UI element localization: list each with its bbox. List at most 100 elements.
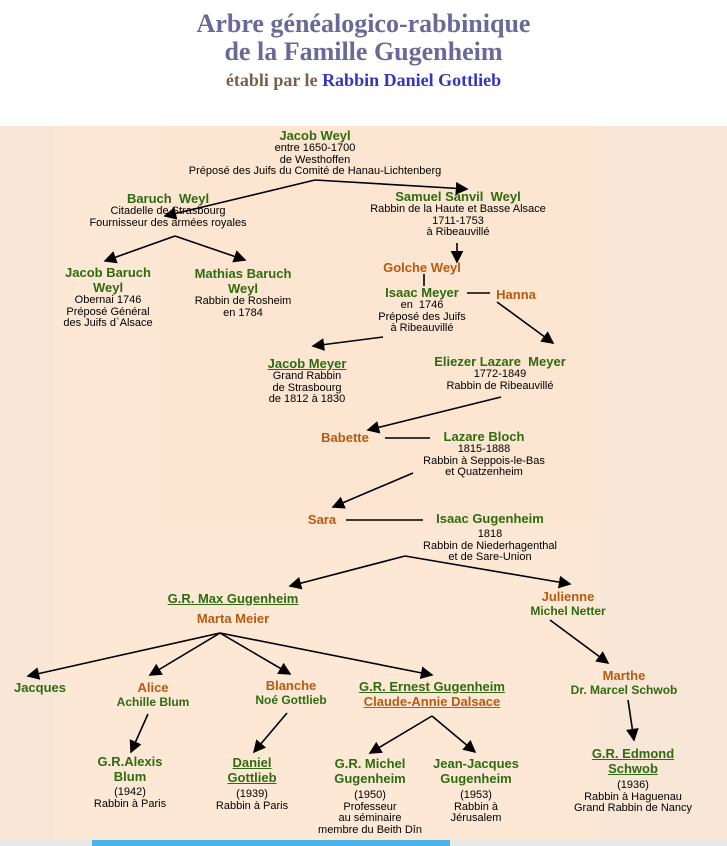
- person-detail: Jérusalem: [450, 812, 502, 824]
- couple-alice: Alice Achille Blum: [117, 680, 190, 710]
- person-baruch-weyl: Baruch Weyl Citadelle de Strasbourg Four…: [89, 191, 246, 229]
- person-link[interactable]: G.R. Max Gugenheim: [167, 591, 299, 606]
- person-detail: Professeur: [343, 800, 397, 813]
- person-detail: Rabbin à Haguenau: [584, 790, 682, 803]
- person-name: Weyl: [227, 281, 259, 296]
- person-detail: 1815-1888: [457, 443, 511, 455]
- person-link[interactable]: G.R. Ernest Gugenheim: [359, 679, 505, 694]
- person-eliezer-meyer: Eliezer Lazare Meyer 1772-1849 Rabbin de…: [434, 354, 566, 392]
- person-detail: Rabbin à Paris: [93, 797, 167, 810]
- person-jacob-meyer: Jacob Meyer Grand Rabbin de Strasbourg d…: [268, 356, 347, 406]
- arrow: [103, 235, 176, 264]
- subtitle-prefix: établi par le: [225, 70, 318, 90]
- person-link[interactable]: Daniel: [232, 755, 272, 770]
- person-name: Gugenheim: [440, 771, 512, 786]
- spouse-link[interactable]: Claude-Annie Dalsace: [363, 694, 501, 709]
- person-isaac-meyer: Isaac Meyer en 1746 Préposé des Juifs à …: [378, 285, 465, 335]
- person-name: Eliezer Lazare Meyer: [434, 354, 566, 369]
- person-name: Isaac Meyer: [385, 285, 459, 300]
- title-line-1: Arbre généalogico-rabbinique: [196, 9, 531, 38]
- couple-blanche: Blanche Noé Gottlieb: [255, 678, 326, 708]
- couple-ernest-gugenheim: G.R. Ernest Gugenheim Claude-Annie Dalsa…: [359, 679, 505, 709]
- person-samuel-weyl: Samuel Sanvil Weyl Rabbin de la Haute et…: [370, 189, 546, 239]
- couple-marthe: Marthe Dr. Marcel Schwob: [571, 668, 678, 698]
- person-name: Marthe: [602, 668, 646, 683]
- arrow: [311, 336, 384, 351]
- person-edmond-schwob: G.R. Edmond Schwob (1936) Rabbin à Hague…: [574, 746, 692, 815]
- arrow: [148, 632, 221, 676]
- person-jacques: Jacques: [14, 680, 66, 695]
- person-name: Babette: [321, 430, 369, 445]
- person-detail: Rabbin de Niederhagenthal: [423, 539, 557, 552]
- person-detail: Rabbin de Rosheim: [194, 295, 292, 307]
- arrow: [366, 396, 502, 434]
- person-detail: (1953): [460, 789, 492, 801]
- person-link[interactable]: Jacob Meyer: [267, 356, 347, 371]
- spouse-name: Achille Blum: [116, 695, 190, 709]
- person-name: Blum: [113, 769, 147, 784]
- person-name: Jean-Jacques: [433, 756, 519, 771]
- person-hanna: Hanna: [496, 287, 536, 302]
- person-jacob-baruch-weyl: Jacob Baruch Weyl Obernai 1746 Préposé G…: [63, 265, 152, 330]
- person-name: Blanche: [265, 678, 317, 693]
- person-detail: membre du Beith Dîn: [318, 823, 422, 836]
- person-name: Samuel Sanvil Weyl: [395, 189, 521, 204]
- person-detail: de Westhoffen: [279, 153, 351, 166]
- person-detail: et Quatzenheim: [445, 466, 523, 478]
- person-name: Alice: [137, 680, 169, 695]
- person-detail: et de Sare-Union: [448, 551, 532, 563]
- arrow: [174, 235, 247, 263]
- person-lazare-bloch: Lazare Bloch 1815-1888 Rabbin à Seppois-…: [423, 429, 545, 479]
- person-name: Hanna: [496, 287, 536, 302]
- person-link[interactable]: G.R. Edmond: [591, 746, 675, 761]
- person-detail: Grand Rabbin: [272, 370, 342, 382]
- person-name: G.R. Michel: [334, 756, 406, 771]
- person-detail: en 1784: [223, 306, 263, 319]
- person-detail: 1818: [477, 528, 503, 540]
- person-name: Mathias Baruch: [194, 266, 292, 281]
- person-detail: Rabbin à Seppois-le-Bas: [423, 454, 545, 467]
- person-detail: Rabbin de la Haute et Basse Alsace: [370, 203, 546, 215]
- arrow: [129, 713, 149, 754]
- person-detail: (1950): [354, 789, 386, 801]
- arrow: [219, 632, 292, 675]
- author-link[interactable]: Rabbin Daniel Gottlieb: [322, 70, 502, 90]
- person-name: Gugenheim: [334, 771, 406, 786]
- spouse-name: Michel Netter: [530, 604, 606, 618]
- spouse-name: Noé Gottlieb: [255, 693, 327, 707]
- person-name: Julienne: [541, 589, 595, 604]
- person-link[interactable]: Schwob: [608, 761, 658, 776]
- arrow: [288, 555, 406, 590]
- tree-background-shade: [160, 126, 600, 526]
- person-detail: de 1812 à 1830: [268, 393, 346, 405]
- person-name: Golche Weyl: [383, 260, 461, 275]
- subtitle: établi par le Rabbin Daniel Gottlieb: [0, 70, 727, 91]
- person-sara: Sara: [308, 512, 336, 527]
- title-line-2: de la Famille Gugenheim: [224, 37, 503, 66]
- person-detail: entre 1650-1700: [274, 142, 356, 154]
- person-name: G.R.Alexis: [97, 754, 163, 769]
- person-detail: Fournisseur des armées royales: [89, 216, 247, 229]
- page-title: Arbre généalogico-rabbinique de la Famil…: [0, 10, 727, 66]
- person-detail: (1936): [617, 779, 649, 791]
- person-detail: Préposé Général: [66, 305, 150, 318]
- person-mathias-baruch-weyl: Mathias Baruch Weyl Rabbin de Rosheim en…: [195, 266, 292, 319]
- person-jean-jacques-gugenheim: Jean-Jacques Gugenheim (1953) Rabbin à J…: [433, 756, 519, 825]
- scrollbar-thumb[interactable]: [92, 840, 450, 846]
- person-alexis-blum: G.R.Alexis Blum (1942) Rabbin à Paris: [94, 754, 166, 810]
- person-detail: 1772-1849: [473, 368, 527, 380]
- arrow: [496, 301, 555, 344]
- arrow: [163, 179, 316, 220]
- spouse-name: Marta Meier: [196, 611, 270, 626]
- person-detail: (1942): [114, 786, 146, 798]
- person-golche-weyl: Golche Weyl: [383, 260, 461, 275]
- person-detail: Rabbin à: [453, 800, 499, 813]
- person-detail: Citadelle de Strasbourg: [110, 205, 226, 217]
- person-daniel-gottlieb: Daniel Gottlieb (1939) Rabbin à Paris: [216, 755, 288, 812]
- person-link[interactable]: Gottlieb: [227, 770, 277, 785]
- person-detail: (1939): [236, 788, 268, 800]
- arrow: [431, 715, 477, 754]
- person-detail: Grand Rabbin de Nancy: [573, 802, 693, 814]
- arrow: [626, 699, 639, 742]
